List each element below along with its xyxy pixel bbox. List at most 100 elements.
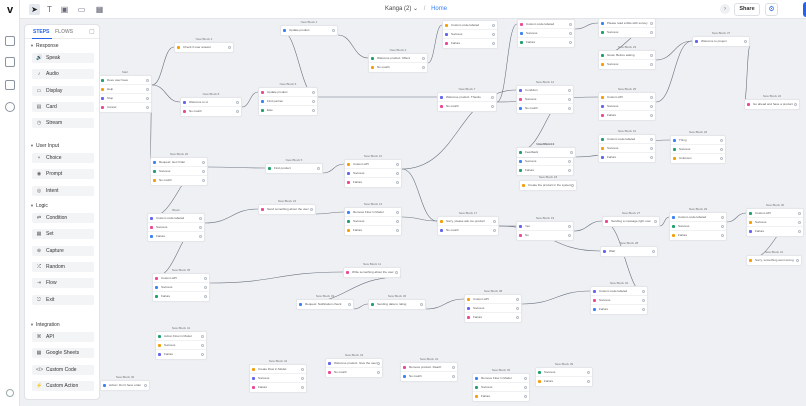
block-title[interactable]: New Block 37 [711,31,731,35]
pointer-tool-icon[interactable]: ➤ [29,4,40,15]
port-handle[interactable] [146,106,149,109]
block-step[interactable]: Success [599,60,655,69]
block-step[interactable]: Custom code labeled [518,20,574,29]
port-handle[interactable] [395,271,398,274]
step-card[interactable]: ▤Card [32,101,94,112]
block-title[interactable]: New Block 5 [285,158,303,162]
block-title[interactable]: New Block 24 [277,199,297,203]
block-step[interactable]: Thing [671,136,725,145]
block-step[interactable]: Cancel [99,103,151,112]
port-handle[interactable] [568,225,571,228]
block-step[interactable]: Success [670,222,726,231]
port-handle[interactable] [569,41,572,44]
port-handle[interactable] [650,63,653,66]
step-stream[interactable]: ◷Stream [32,118,94,129]
block-title[interactable]: New Block 7 [458,87,476,91]
connection-line[interactable] [659,216,670,227]
block-step[interactable]: Remove product. Reach [401,363,457,372]
step-flow[interactable]: ⇥Flow [32,278,94,289]
port-handle[interactable] [236,110,239,113]
connection-line[interactable] [353,303,369,310]
block-title[interactable]: New Block 29 [688,207,708,211]
block-step[interactable]: No [517,231,573,240]
port-handle[interactable] [493,220,496,223]
port-handle[interactable] [798,221,801,224]
port-handle[interactable] [202,170,205,173]
section-header[interactable]: ▼User Input [30,143,60,149]
port-handle[interactable] [146,88,149,91]
block-title[interactable]: New Block 36 [387,294,407,298]
block-step[interactable]: Create the product in the system [520,181,576,190]
port-handle[interactable] [348,303,351,306]
step-intent[interactable]: ◎Intent [32,185,94,196]
connection-line[interactable] [204,208,259,224]
port-handle[interactable] [396,181,399,184]
block-step[interactable]: No match [369,63,427,72]
block-step[interactable]: Custom API [747,209,803,218]
block-step[interactable]: Write something about the user [344,268,400,277]
block-step[interactable]: No match [326,368,382,377]
block-step[interactable]: Success [345,217,401,226]
block-step[interactable]: Sending a message right now [603,217,659,226]
port-handle[interactable] [422,57,425,60]
port-handle[interactable] [794,103,797,106]
port-handle[interactable] [452,375,455,378]
port-handle[interactable] [568,98,571,101]
block-step[interactable]: Welcome product. Give the user [326,359,382,368]
block-step[interactable]: Success [156,341,206,350]
port-handle[interactable] [310,208,313,211]
port-handle[interactable] [650,147,653,150]
step-api[interactable]: ⌘API [32,332,94,342]
block-step[interactable]: Success [443,30,497,39]
block-step[interactable]: Custom API [345,160,401,169]
block-step[interactable]: Welcome to H [181,98,241,107]
page-name[interactable]: Home [431,6,448,12]
port-handle[interactable] [798,212,801,215]
text-tool-icon[interactable]: T [47,5,52,14]
step-condition[interactable]: ⇄Condition [32,213,94,223]
block-step[interactable]: Request: Get Order [151,158,207,167]
port-handle[interactable] [568,169,571,172]
block-step[interactable]: Success [153,283,209,292]
port-handle[interactable] [571,184,574,187]
port-handle[interactable] [744,40,747,43]
block-step[interactable]: Failure [591,305,647,314]
block-title[interactable]: New Block 11 [362,262,382,266]
port-handle[interactable] [650,138,653,141]
conversations-nav-icon[interactable] [5,57,15,67]
port-handle[interactable] [493,229,496,232]
connection-line[interactable] [655,40,693,61]
project-name[interactable]: Kanga (2) [385,6,412,12]
block-title[interactable]: New Block 31 [764,250,784,254]
connection-line[interactable] [151,84,181,103]
port-handle[interactable] [650,114,653,117]
port-handle[interactable] [312,109,315,112]
block-title[interactable]: New Block 23 [617,45,637,49]
block-title[interactable]: New Block 9 [537,142,555,146]
step-google-sheets[interactable]: ▦Google Sheets [32,348,94,359]
block-step[interactable]: Success [599,102,655,111]
port-handle[interactable] [524,386,527,389]
block-title[interactable]: New Block 26 [688,130,708,134]
block-step[interactable]: Failure [153,292,209,301]
block-title[interactable]: New Block 28 [619,241,639,245]
